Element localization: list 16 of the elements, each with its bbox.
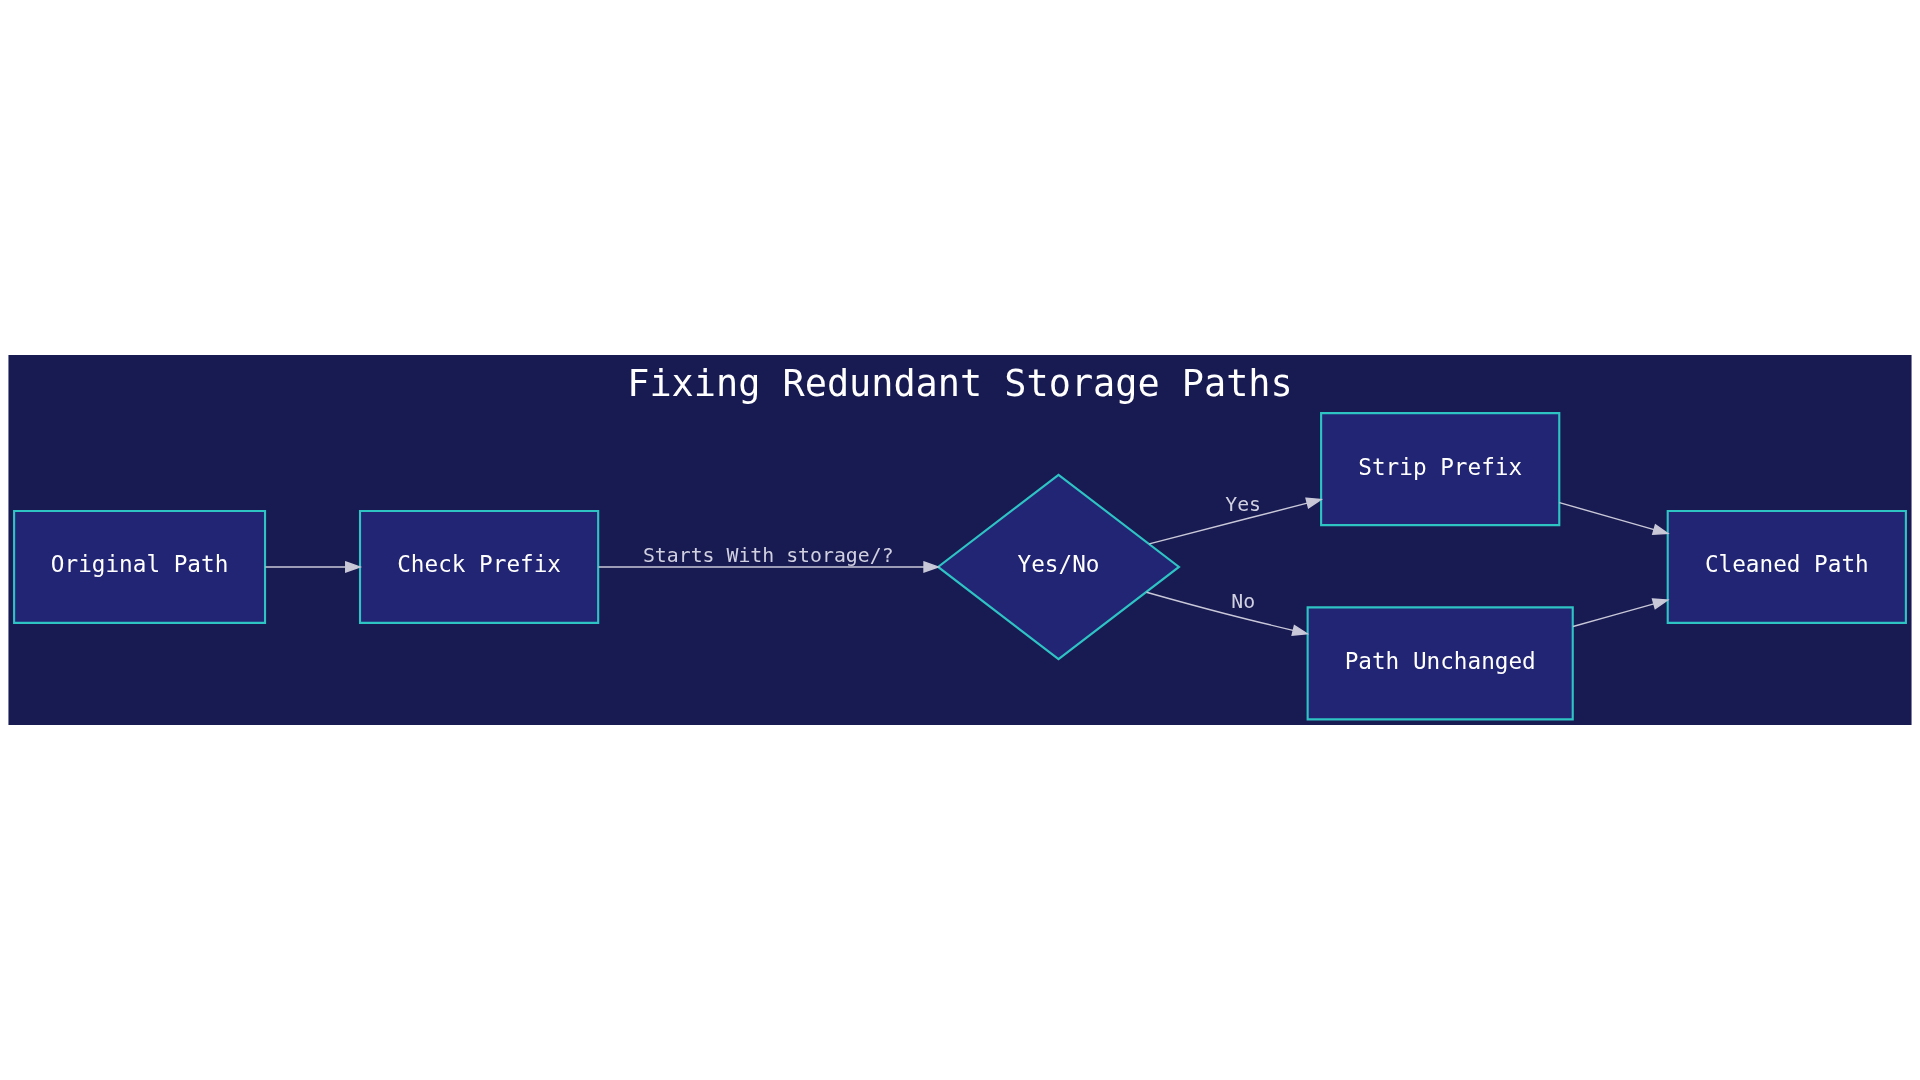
edge-label: Starts With storage/?	[642, 543, 894, 567]
arrow	[1558, 501, 1670, 536]
node-box: Original Path	[13, 509, 267, 624]
node-box: Cleaned Path	[1666, 509, 1907, 624]
node-box: Strip Prefix	[1320, 412, 1561, 527]
arrow	[1145, 591, 1310, 637]
node-diamond: Yes/No	[936, 473, 1181, 661]
arrow	[597, 560, 941, 573]
arrow	[264, 560, 363, 573]
arrow	[1572, 598, 1670, 628]
edge-label: Yes	[1225, 492, 1262, 516]
arrow	[1148, 497, 1324, 545]
node-box: Path Unchanged	[1306, 606, 1574, 721]
node-box: Check Prefix	[358, 509, 600, 624]
diagram-title: Fixing Redundant Storage Paths	[627, 361, 1293, 405]
edge-label: No	[1231, 590, 1256, 614]
